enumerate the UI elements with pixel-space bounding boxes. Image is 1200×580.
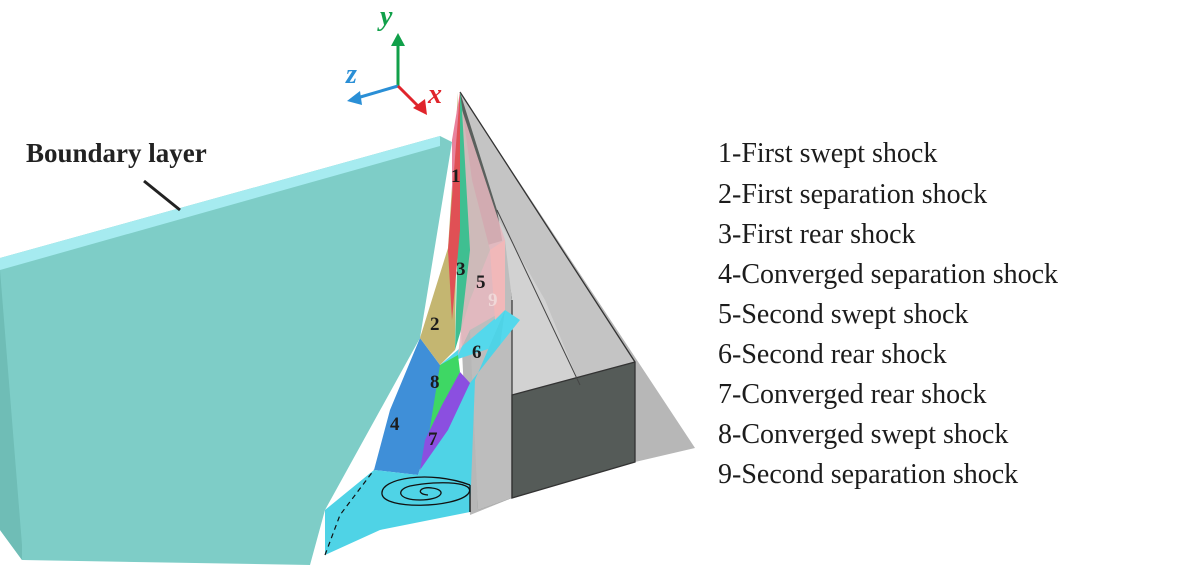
z-axis-arrow: [356, 84, 399, 100]
legend-item-5: 5-Second swept shock: [718, 299, 968, 330]
shock-number-3: 3: [456, 259, 466, 280]
vortex-spiral: [381, 476, 471, 512]
legend-item-3: 3-First rear shock: [718, 219, 916, 250]
boundary-layer-label: Boundary layer: [26, 138, 207, 168]
shock-number-4: 4: [390, 414, 400, 435]
flat-plate: [0, 136, 452, 565]
shock-legend: 1-First swept shock 2-First separation s…: [718, 138, 1058, 490]
shock-2-surface: [420, 92, 458, 365]
fin-crease-1: [496, 209, 581, 386]
coordinate-axes: y z x: [345, 1, 442, 115]
shock-9-surface: [490, 240, 505, 320]
z-axis-arrowhead: [347, 91, 362, 105]
vortex-sheet: [325, 310, 505, 555]
plate-front-edge: [0, 270, 22, 560]
shock-number-5: 5: [476, 272, 486, 293]
shock-number-9: 9: [488, 290, 498, 311]
fin-side-face-stripe: [493, 210, 580, 395]
x-axis-arrow: [396, 84, 422, 110]
shock-7-surface: [420, 372, 470, 470]
shock-number-8: 8: [430, 372, 440, 393]
boundary-layer-top-edge: [0, 136, 440, 270]
plate-top-surface: [0, 136, 452, 565]
shock-number-6: 6: [472, 342, 482, 363]
shock-number-labels: 1 2 3 4 5 6 7 8 9: [390, 166, 498, 450]
x-axis-label: x: [427, 79, 442, 110]
red-shock-sheet: [448, 92, 460, 320]
legend-item-8: 8-Converged swept shock: [718, 419, 1008, 450]
legend-item-4: 4-Converged separation shock: [718, 259, 1058, 290]
shock-surfaces: [325, 92, 520, 555]
x-axis-arrowhead: [413, 99, 427, 115]
shock-number-2: 2: [430, 314, 440, 335]
legend-item-6: 6-Second rear shock: [718, 339, 947, 370]
legend-item-2: 2-First separation shock: [718, 179, 987, 210]
fin: [459, 91, 636, 510]
shock-number-7: 7: [428, 429, 438, 450]
legend-item-1: 1-First swept shock: [718, 138, 937, 169]
shock-number-1: 1: [451, 166, 461, 187]
y-axis-label: y: [377, 1, 393, 32]
z-axis-label: z: [345, 59, 357, 90]
fin-base-block: [512, 362, 635, 498]
legend-item-7: 7-Converged rear shock: [718, 379, 987, 410]
y-axis-arrowhead: [391, 33, 405, 46]
fin-outline: [459, 91, 636, 499]
boundary-layer-leader-line: [143, 179, 181, 212]
legend-item-9: 9-Second separation shock: [718, 459, 1018, 490]
